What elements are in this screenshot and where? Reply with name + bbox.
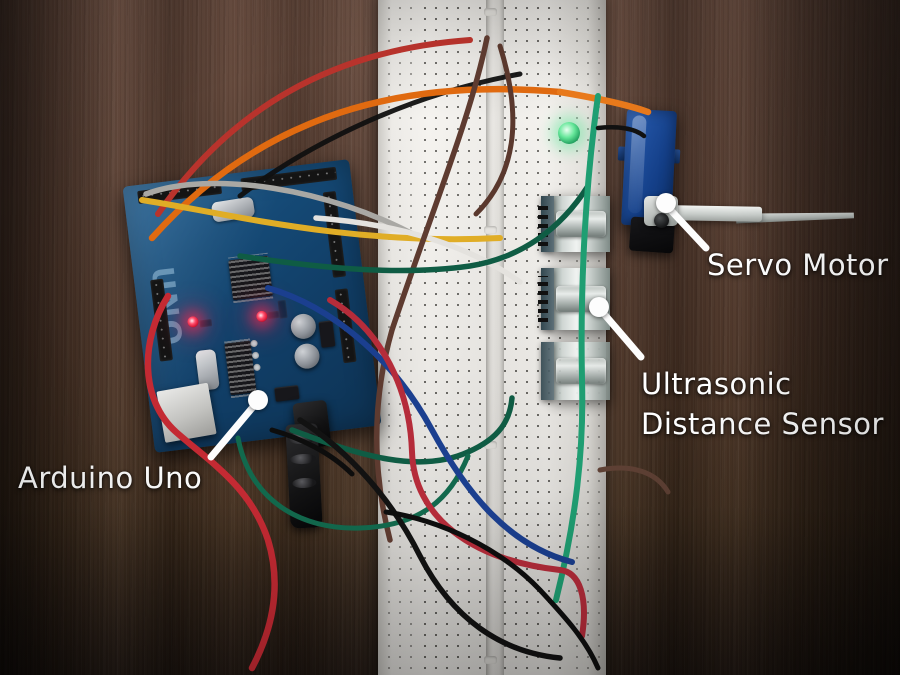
plug-ring bbox=[289, 453, 317, 465]
servo-horn-arm bbox=[671, 205, 763, 222]
smd-resistor bbox=[266, 310, 280, 320]
wood-shadow-left bbox=[0, 0, 120, 675]
smd-chip bbox=[274, 384, 300, 402]
breadboard-notch bbox=[484, 8, 497, 16]
smd-resistor bbox=[199, 319, 213, 328]
usb-type-b-connector bbox=[156, 382, 217, 443]
servo-horn-screw bbox=[654, 213, 669, 228]
atmega-microcontroller bbox=[227, 252, 274, 304]
sensor-pin-header bbox=[538, 276, 548, 322]
breadboard-shading bbox=[378, 0, 606, 675]
label-ultrasonic-distance-sensor: Ultrasonic Distance Sensor bbox=[641, 367, 884, 441]
callout-dot-servo-motor bbox=[656, 193, 676, 213]
ultrasonic-sensor-3 bbox=[541, 342, 610, 400]
callout-dot-ultrasonic bbox=[589, 297, 609, 317]
breadboard bbox=[378, 0, 606, 675]
transducer-can bbox=[556, 358, 606, 384]
arduino-uno-board: UNO bbox=[122, 159, 382, 453]
regulator-chip bbox=[318, 320, 336, 348]
label-servo-motor: Servo Motor bbox=[707, 248, 889, 282]
plug-ring bbox=[287, 431, 317, 445]
plug-ring bbox=[292, 477, 317, 489]
callout-dot-arduino-uno bbox=[248, 390, 268, 410]
chip-legs bbox=[227, 252, 274, 304]
sensor-pcb bbox=[541, 342, 554, 400]
label-arduino-uno: Arduino Uno bbox=[18, 461, 203, 495]
ultrasonic-sensor-1 bbox=[538, 196, 610, 252]
sensor-pin-header bbox=[538, 202, 548, 246]
wood-shadow-right bbox=[720, 0, 900, 675]
dc-power-plug bbox=[285, 423, 323, 529]
green-led bbox=[558, 122, 580, 144]
transducer-can bbox=[556, 211, 606, 237]
